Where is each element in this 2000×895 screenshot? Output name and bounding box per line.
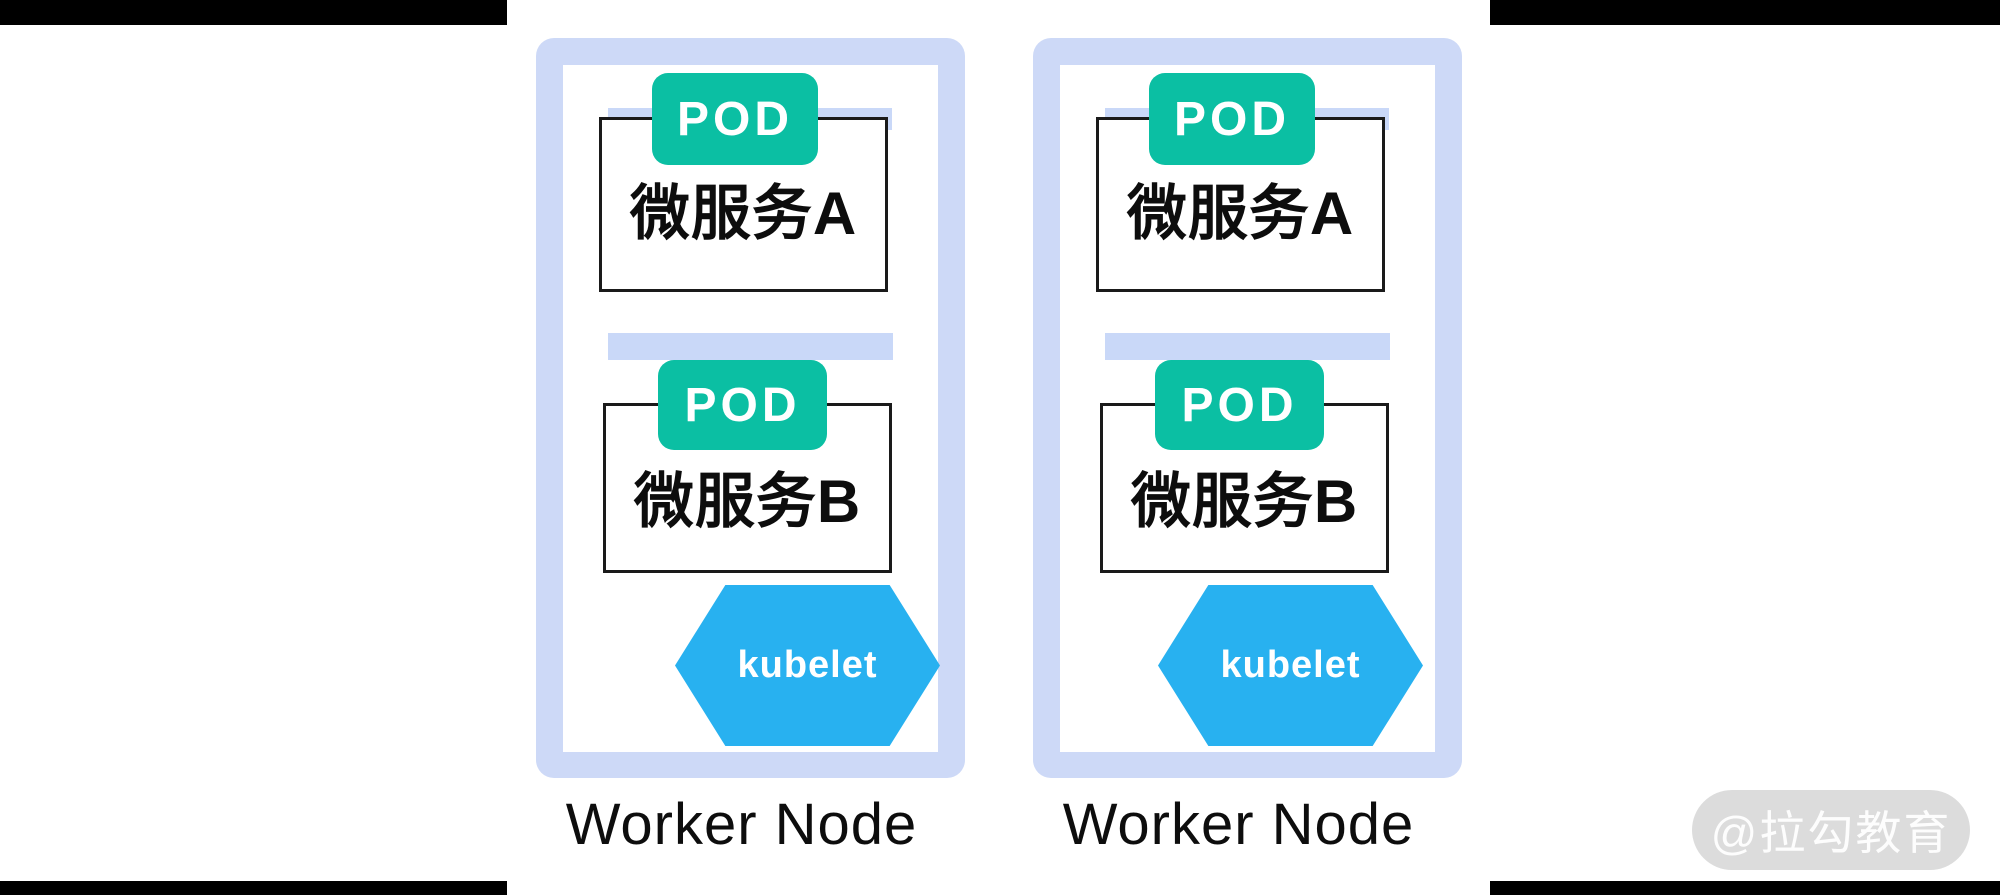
kubelet-label: kubelet [737, 644, 878, 686]
worker-node-caption-1: Worker Node [565, 792, 918, 857]
worker-node-caption-2: Worker Node [1062, 792, 1415, 857]
pod-slot-strip [608, 333, 893, 360]
letterbox-bar-bottom-right [1490, 881, 2000, 895]
watermark-pill: @拉勾教育 [1692, 790, 1970, 870]
kubelet-hexagon-icon: kubelet [675, 585, 940, 746]
kubelet-label: kubelet [1220, 644, 1361, 686]
watermark-text: @拉勾教育 [1710, 807, 1952, 859]
service-b-label: 微服务B [633, 468, 862, 535]
pod-badge: POD [658, 360, 827, 450]
kubelet-hexagon-icon: kubelet [1158, 585, 1423, 746]
pod-slot-strip [1105, 333, 1390, 360]
letterbox-bar-top-left [0, 0, 507, 25]
service-a-label: 微服务A [629, 180, 858, 247]
pod-badge: POD [1149, 73, 1315, 165]
worker-node-container-2: 微服务A POD POD 微服务B kubelet [1033, 38, 1462, 778]
worker-node-container-1: 微服务A POD POD 微服务B kubelet [536, 38, 965, 778]
pod-box-service-a [1096, 117, 1385, 292]
letterbox-bar-bottom-left [0, 881, 507, 895]
pod-badge: POD [1155, 360, 1324, 450]
pod-badge: POD [652, 73, 818, 165]
letterbox-bar-top-right [1490, 0, 2000, 25]
service-b-label: 微服务B [1130, 468, 1359, 535]
service-a-label: 微服务A [1126, 180, 1355, 247]
